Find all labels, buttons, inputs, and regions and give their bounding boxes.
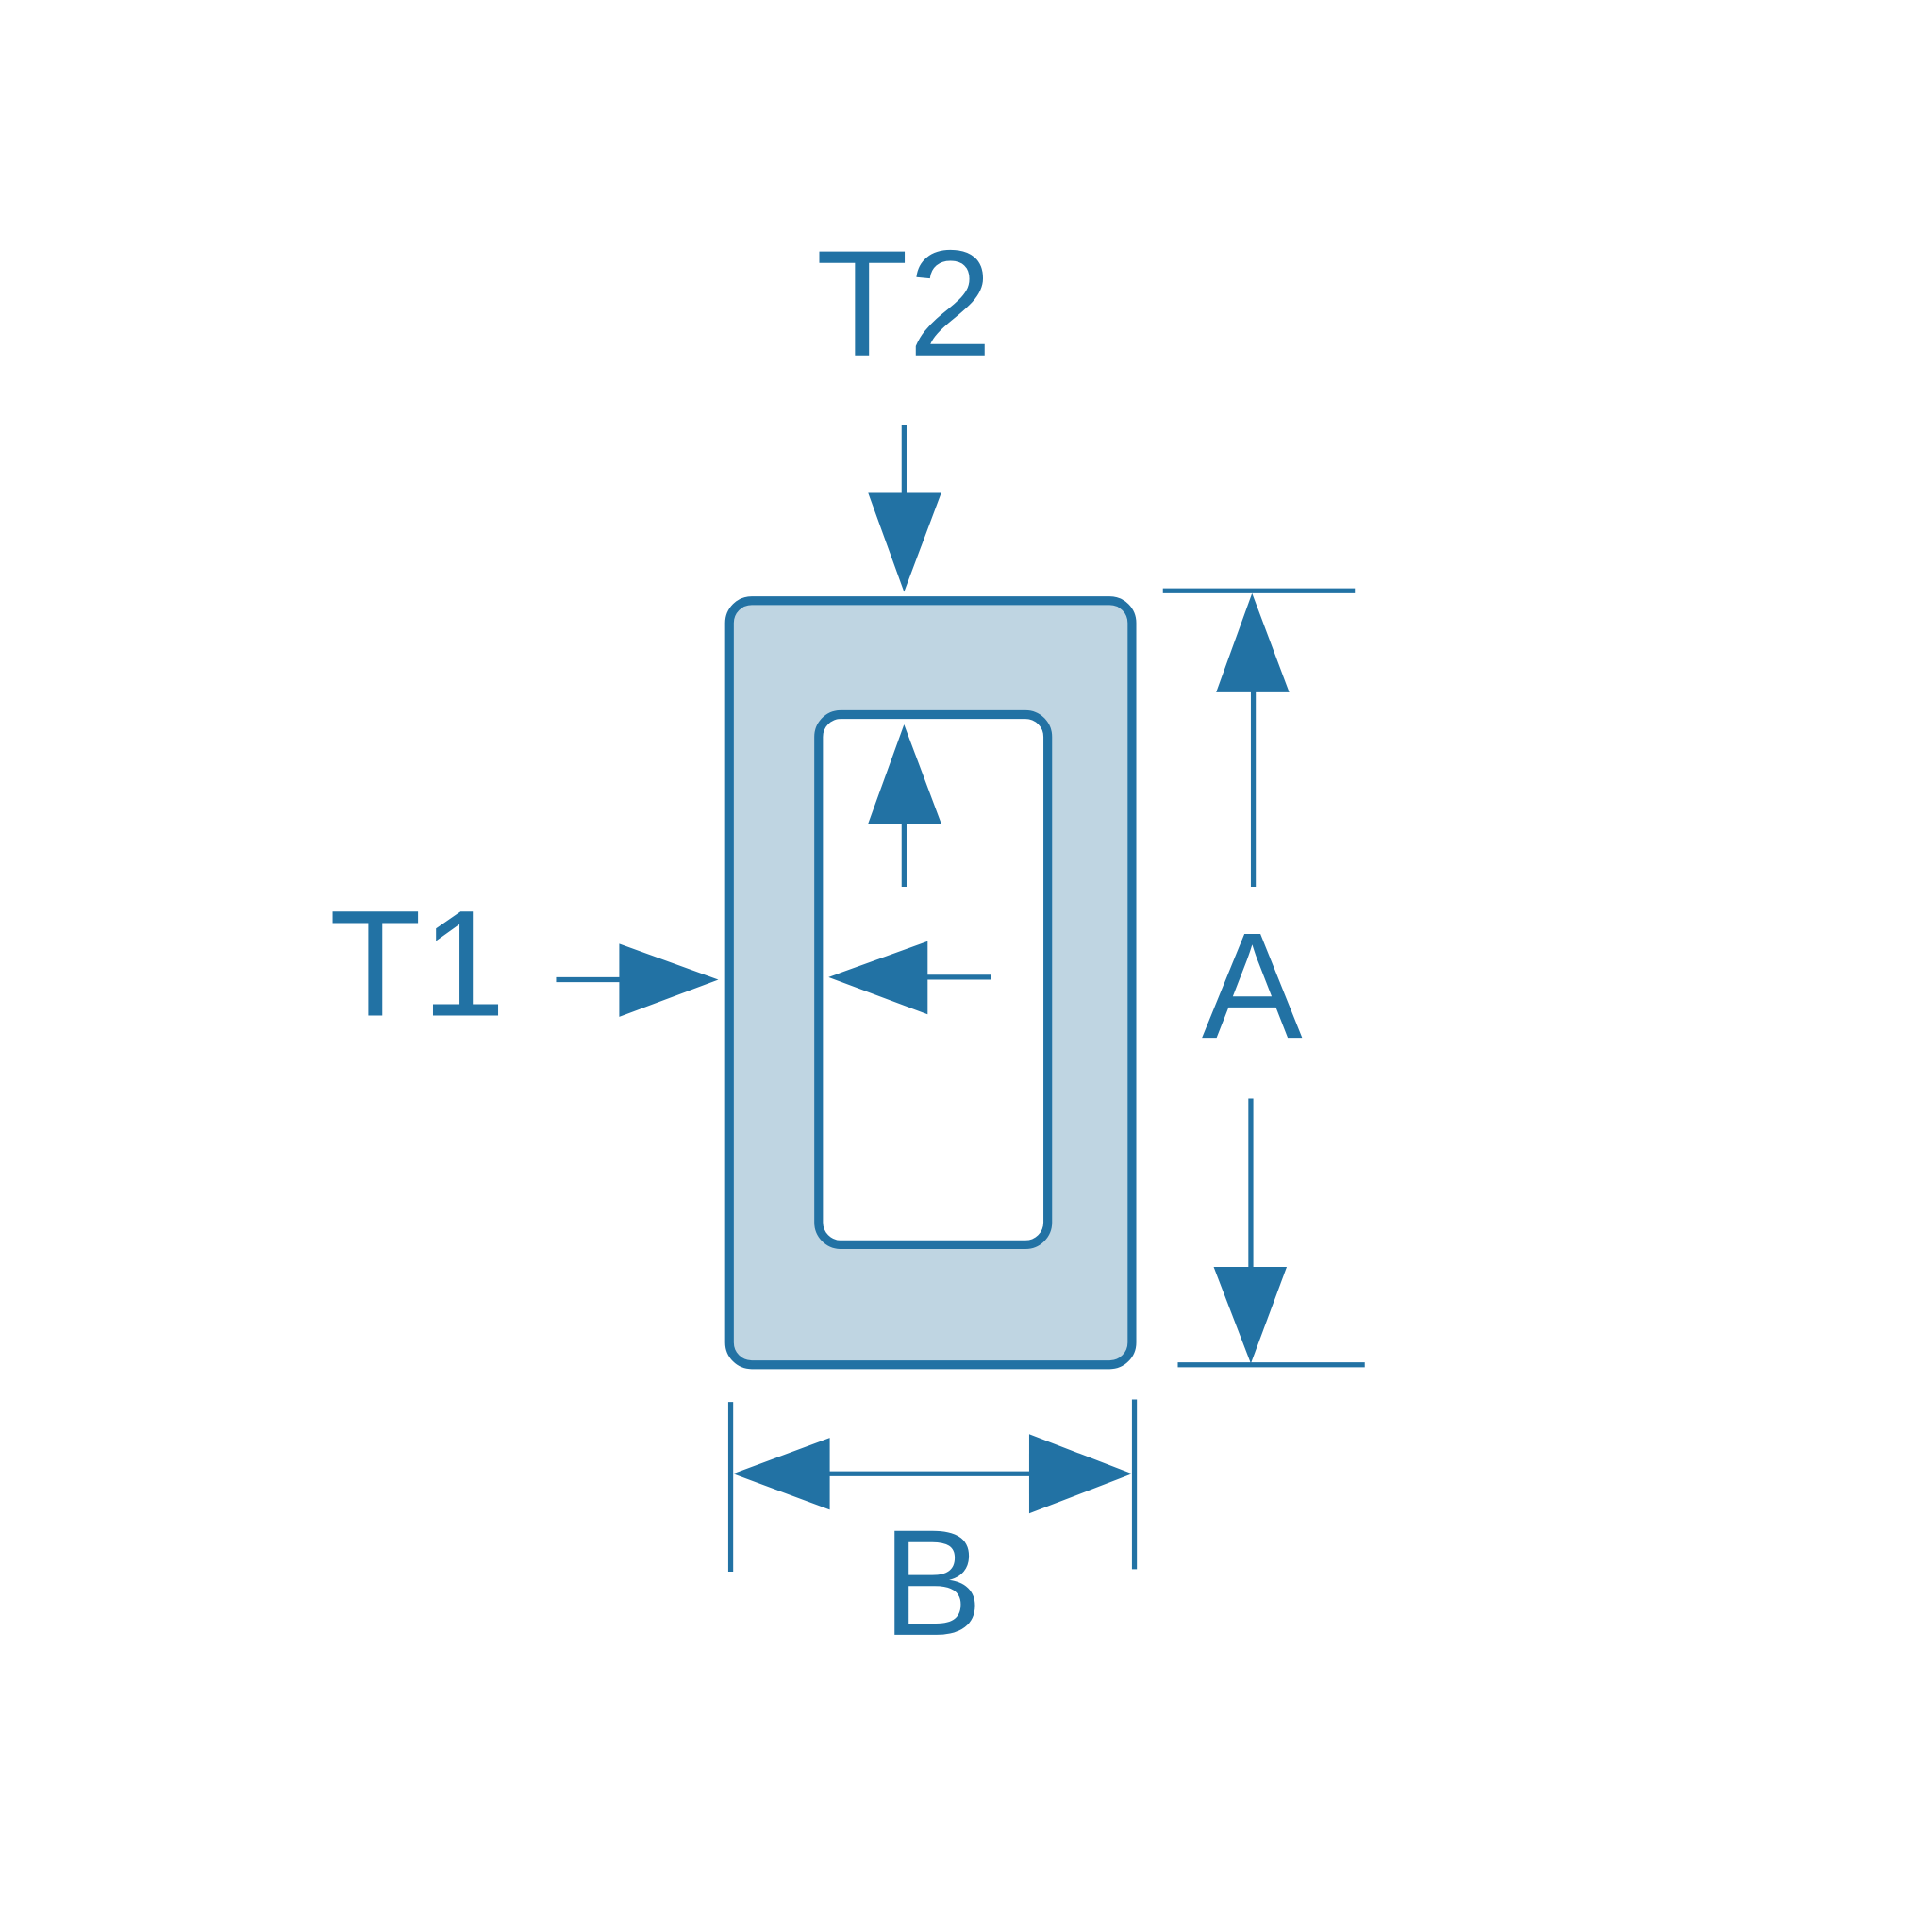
label-t1: T1: [329, 879, 506, 1048]
arrow-down-icon: [868, 492, 941, 592]
arrow-down-icon: [1213, 1267, 1288, 1364]
arrow-up-icon: [1216, 592, 1290, 692]
label-b: B: [882, 1498, 983, 1667]
t1-dimension: [556, 941, 991, 1017]
arrow-left-icon: [733, 1438, 830, 1510]
b-dimension: [727, 1399, 1138, 1572]
arrow-left-icon: [828, 941, 928, 1015]
a-dimension: [1162, 588, 1365, 1368]
arrow-up-icon: [868, 724, 941, 824]
label-a: A: [1202, 901, 1303, 1070]
arrow-right-icon: [619, 943, 719, 1017]
t2-dimension: [868, 425, 941, 887]
label-t2: T2: [816, 219, 992, 388]
arrow-right-icon: [1028, 1434, 1132, 1514]
